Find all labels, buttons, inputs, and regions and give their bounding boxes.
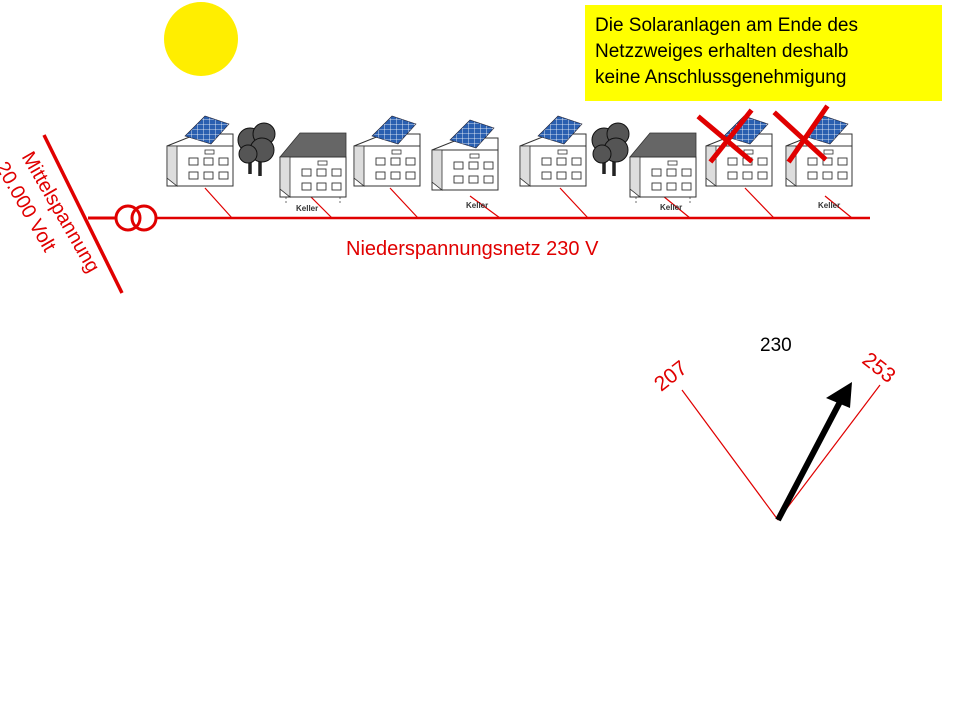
house-with-solar	[431, 119, 499, 191]
tree-icon	[590, 121, 631, 178]
medium-voltage-line	[42, 134, 124, 294]
rejected-cross-icon	[696, 108, 754, 164]
gauge-nominal-label: 230	[760, 335, 792, 356]
basement-label: Keller	[818, 201, 840, 210]
gauge-needle	[775, 396, 845, 522]
house-with-solar	[519, 115, 587, 187]
basement-label: Keller	[296, 204, 318, 213]
house-with-solar	[166, 115, 234, 187]
gauge-needle-tip	[826, 382, 852, 408]
info-callout: Die Solaranlagen am Ende des Netzzweiges…	[585, 5, 942, 101]
rejected-cross-icon	[772, 104, 830, 164]
callout-line: keine Anschlussgenehmigung	[595, 67, 847, 88]
house-connections	[204, 187, 853, 219]
gauge-min-limit	[681, 389, 779, 521]
low-voltage-grid-label: Niederspannungsnetz 230 V	[346, 238, 599, 260]
gauge-max-limit	[777, 384, 881, 521]
callout-line: Die Solaranlagen am Ende des	[595, 15, 859, 36]
sun-icon	[164, 2, 238, 76]
basement-label: Keller	[660, 203, 682, 212]
house-with-solar	[353, 115, 421, 187]
callout-line: Netzzweiges erhalten deshalb	[595, 41, 849, 62]
house-without-solar	[279, 132, 347, 206]
house-without-solar	[629, 132, 697, 206]
voltage-gauge	[681, 382, 881, 522]
basement-label: Keller	[466, 201, 488, 210]
tree-icon	[236, 121, 277, 178]
medium-voltage-label: Mittelspannung 20.000 Volt	[0, 148, 160, 310]
